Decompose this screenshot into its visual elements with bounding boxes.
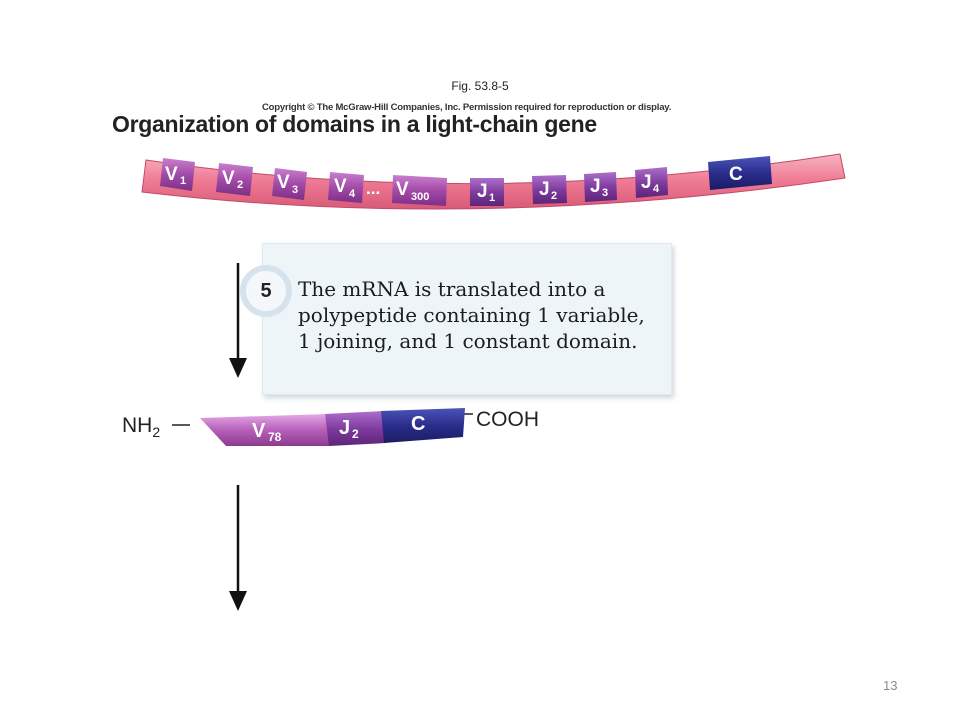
- domain-label: V: [252, 420, 266, 442]
- step-line: 1 joining, and 1 constant domain.: [298, 329, 638, 353]
- step-line: polypeptide containing 1 variable,: [298, 303, 645, 327]
- step-description: The mRNA is translated into a polypeptid…: [298, 276, 668, 354]
- segment-label: C: [729, 164, 743, 185]
- segment-label: V: [165, 164, 178, 185]
- j4-segment: J 4: [635, 167, 668, 198]
- down-arrow-lower: [229, 485, 247, 611]
- segment-subscript: 3: [602, 187, 608, 199]
- segment-subscript: 1: [180, 175, 186, 187]
- polypeptide-chain: V 78 J 2 C: [200, 408, 465, 446]
- copyright-notice: Copyright © The McGraw-Hill Companies, I…: [262, 102, 672, 113]
- domain-subscript: 78: [268, 430, 282, 444]
- n-terminus-text: NH: [122, 414, 153, 437]
- dna-strand: [141, 153, 846, 210]
- j3-segment: J 3: [584, 172, 617, 202]
- segment-subscript: 4: [653, 183, 660, 195]
- segment-label: V: [334, 176, 347, 197]
- n-terminus-subscript: 2: [152, 424, 161, 441]
- segment-subscript: 2: [237, 179, 243, 191]
- j2-domain: [325, 411, 386, 446]
- j2-segment: J 2: [532, 175, 567, 204]
- j1-segment: J 1: [470, 178, 504, 206]
- segment-label: J: [641, 172, 652, 193]
- segment-subscript: 4: [349, 188, 356, 200]
- v1-segment: V 1: [160, 158, 195, 191]
- figure-label: Fig. 53.8-5: [451, 79, 509, 93]
- segment-label: J: [539, 179, 550, 200]
- domain-label: J: [339, 417, 350, 439]
- segment-label: J: [590, 176, 601, 197]
- segment-subscript: 3: [292, 184, 298, 196]
- step-number-badge: 5: [240, 265, 292, 317]
- domain-label: C: [411, 413, 425, 435]
- step-line: The mRNA is translated into a: [298, 277, 606, 301]
- c-segment: C: [708, 156, 772, 190]
- v4-segment: V 4: [328, 172, 364, 203]
- segment-label: V: [277, 172, 290, 193]
- down-arrow-upper: [229, 263, 247, 378]
- step-number: 5: [260, 279, 272, 302]
- segment-subscript: 300: [411, 191, 429, 203]
- segment-label: J: [477, 181, 488, 202]
- diagram-title: Organization of domains in a light-chain…: [112, 111, 597, 137]
- domain-subscript: 2: [352, 427, 359, 441]
- segment-label: V: [222, 168, 235, 189]
- ellipsis-label: ...: [366, 179, 380, 198]
- segment-label: V: [396, 179, 409, 200]
- c-domain: [381, 408, 465, 443]
- page-number: 13: [883, 678, 898, 693]
- c-terminus-label: COOH: [476, 408, 539, 431]
- segment-subscript: 2: [551, 190, 557, 202]
- segment-subscript: 1: [489, 192, 495, 204]
- step-callout-box: [262, 243, 672, 395]
- v300-segment: V 300: [392, 175, 447, 206]
- v2-segment: V 2: [216, 163, 253, 196]
- v3-segment: V 3: [272, 168, 307, 200]
- n-terminus-label: NH2: [122, 414, 160, 440]
- v78-domain: [200, 414, 330, 446]
